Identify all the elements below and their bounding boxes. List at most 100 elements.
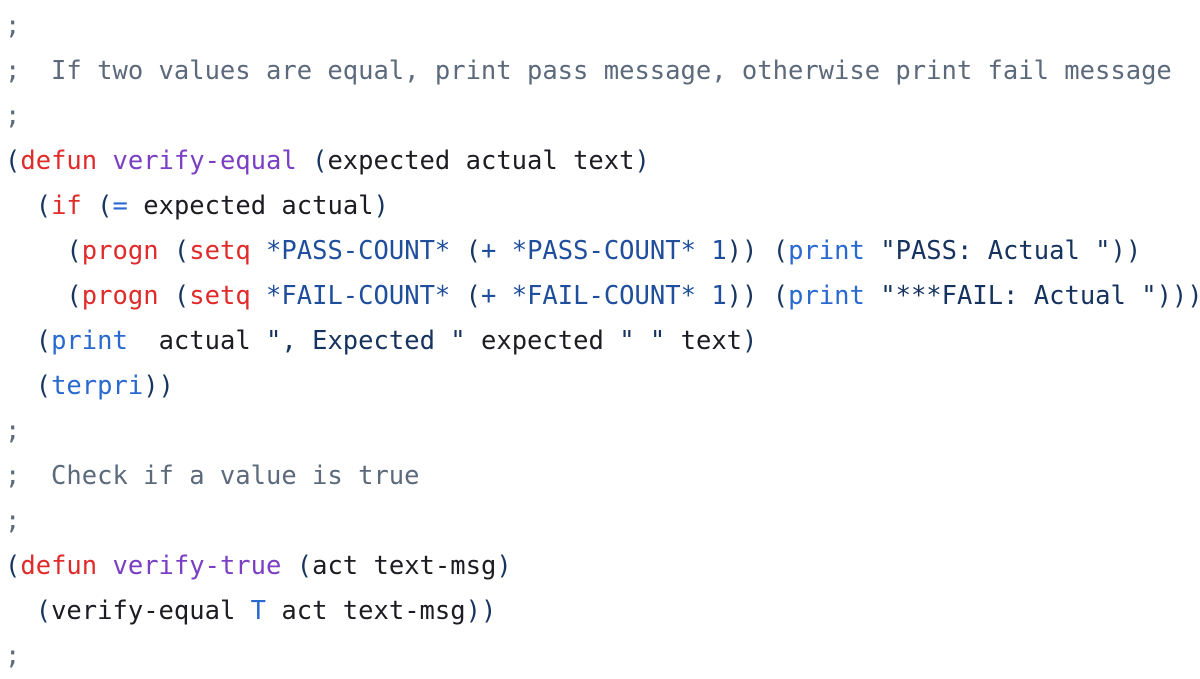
code-line[interactable]: ; Check if a value is true bbox=[5, 454, 1200, 499]
code-token-builtin: terpri bbox=[51, 371, 144, 401]
code-token-paren: ( bbox=[66, 236, 82, 266]
code-token-string: "***FAIL: Actual " bbox=[880, 281, 1157, 311]
code-line[interactable]: (progn (setq *FAIL-COUNT* (+ *FAIL-COUNT… bbox=[5, 274, 1200, 319]
code-token-plain bbox=[97, 551, 112, 581]
code-line[interactable]: (defun verify-true (act text-msg) bbox=[5, 544, 1200, 589]
code-token-paren: ( bbox=[35, 371, 52, 401]
code-token-plain bbox=[757, 236, 772, 266]
code-token-plain: verify-equal bbox=[51, 596, 236, 626]
code-token-plain bbox=[696, 281, 711, 311]
code-line[interactable]: ; bbox=[5, 634, 1200, 679]
code-token-plain: act text-msg bbox=[281, 596, 466, 626]
code-token-comment: ; bbox=[5, 11, 21, 41]
code-token-paren: ) bbox=[373, 191, 389, 221]
code-token-plain: expected bbox=[481, 326, 604, 356]
code-token-paren: )) bbox=[465, 596, 497, 626]
code-token-paren: ( bbox=[97, 191, 113, 221]
code-line[interactable]: ; bbox=[5, 409, 1200, 454]
code-token-symbol: *PASS-COUNT* bbox=[266, 236, 451, 266]
code-token-plain bbox=[865, 236, 880, 266]
code-token-paren: )) bbox=[1110, 236, 1142, 266]
code-line[interactable]: ; If two values are equal, print pass me… bbox=[5, 49, 1200, 94]
code-token-keyword: progn bbox=[81, 236, 159, 266]
code-line[interactable]: ; bbox=[5, 94, 1200, 139]
code-token-paren: ( bbox=[772, 236, 789, 266]
code-token-keyword: defun bbox=[20, 551, 98, 581]
code-line[interactable]: (terpri)) bbox=[5, 364, 1200, 409]
code-line[interactable]: ; bbox=[5, 499, 1200, 544]
code-line[interactable]: (progn (setq *PASS-COUNT* (+ *PASS-COUNT… bbox=[5, 229, 1200, 274]
code-token-number: 1 bbox=[711, 236, 727, 266]
code-token-plain bbox=[281, 551, 296, 581]
code-line[interactable]: (print actual ", Expected " expected " "… bbox=[5, 319, 1200, 364]
code-token-plain bbox=[235, 596, 250, 626]
code-token-plain bbox=[665, 326, 680, 356]
code-token-plain bbox=[696, 236, 711, 266]
code-token-symbol: *FAIL-COUNT* bbox=[511, 281, 696, 311]
code-token-keyword: if bbox=[51, 191, 82, 221]
code-token-keyword: setq bbox=[189, 236, 251, 266]
code-token-symbol: *FAIL-COUNT* bbox=[266, 281, 451, 311]
code-token-symbol: *PASS-COUNT* bbox=[511, 236, 696, 266]
code-token-paren: ( bbox=[5, 551, 21, 581]
code-token-plain bbox=[297, 146, 312, 176]
code-token-paren: ( bbox=[35, 191, 52, 221]
code-token-defname: verify-true bbox=[112, 551, 282, 581]
code-token-comment: ; If two values are equal, print pass me… bbox=[5, 56, 1172, 86]
code-token-paren: ( bbox=[66, 281, 82, 311]
code-token-builtin: print bbox=[788, 236, 865, 266]
code-token-plain bbox=[466, 326, 481, 356]
code-token-operator: = bbox=[112, 191, 128, 221]
code-token-builtin: print bbox=[788, 281, 865, 311]
code-token-plain bbox=[450, 236, 465, 266]
code-token-plain bbox=[5, 191, 36, 221]
code-token-comment: ; bbox=[5, 416, 21, 446]
code-token-plain bbox=[5, 371, 36, 401]
code-line[interactable]: ; bbox=[5, 4, 1200, 49]
code-token-string: ", Expected " bbox=[266, 326, 466, 356]
code-token-plain: expected actual text bbox=[327, 146, 635, 176]
code-token-plain bbox=[757, 281, 772, 311]
code-token-paren: ) bbox=[742, 326, 758, 356]
code-token-plain bbox=[496, 281, 511, 311]
code-line[interactable]: (verify-equal T act text-msg)) bbox=[5, 589, 1200, 634]
code-token-plain bbox=[604, 326, 619, 356]
code-token-symbol: + bbox=[481, 236, 497, 266]
code-token-plain bbox=[865, 281, 880, 311]
code-token-plain bbox=[496, 236, 511, 266]
code-line[interactable]: (defun verify-equal (expected actual tex… bbox=[5, 139, 1200, 184]
code-token-paren: ( bbox=[465, 281, 481, 311]
code-token-keyword: defun bbox=[20, 146, 98, 176]
code-token-paren: ( bbox=[296, 551, 313, 581]
code-token-paren: ) bbox=[634, 146, 650, 176]
code-line[interactable]: (if (= expected actual) bbox=[5, 184, 1200, 229]
code-token-plain: actual bbox=[158, 326, 251, 356]
code-token-string: "PASS: Actual " bbox=[880, 236, 1111, 266]
code-token-plain bbox=[159, 236, 174, 266]
code-token-defname: verify-equal bbox=[112, 146, 297, 176]
code-token-plain bbox=[251, 236, 266, 266]
code-token-comment: ; bbox=[5, 101, 21, 131]
code-token-paren: )) bbox=[726, 236, 758, 266]
code-token-keyword: setq bbox=[189, 281, 251, 311]
code-token-paren: )) bbox=[143, 371, 174, 401]
code-token-plain bbox=[5, 281, 66, 311]
code-token-plain bbox=[128, 191, 143, 221]
code-token-paren: ( bbox=[312, 146, 328, 176]
code-token-plain bbox=[251, 326, 266, 356]
code-token-plain bbox=[5, 326, 36, 356]
code-token-plain: expected actual bbox=[143, 191, 374, 221]
code-token-comment: ; Check if a value is true bbox=[5, 461, 420, 491]
code-token-number: 1 bbox=[711, 281, 727, 311]
code-token-paren: ( bbox=[772, 281, 789, 311]
code-token-keyword: progn bbox=[81, 281, 159, 311]
code-token-plain bbox=[128, 326, 159, 356]
code-token-plain bbox=[251, 281, 266, 311]
code-token-plain bbox=[5, 596, 36, 626]
code-token-comment: ; bbox=[5, 506, 21, 536]
code-token-plain bbox=[450, 281, 465, 311]
code-token-paren: ( bbox=[5, 146, 21, 176]
code-token-comment: ; bbox=[5, 641, 21, 671]
code-token-paren: ( bbox=[173, 281, 190, 311]
